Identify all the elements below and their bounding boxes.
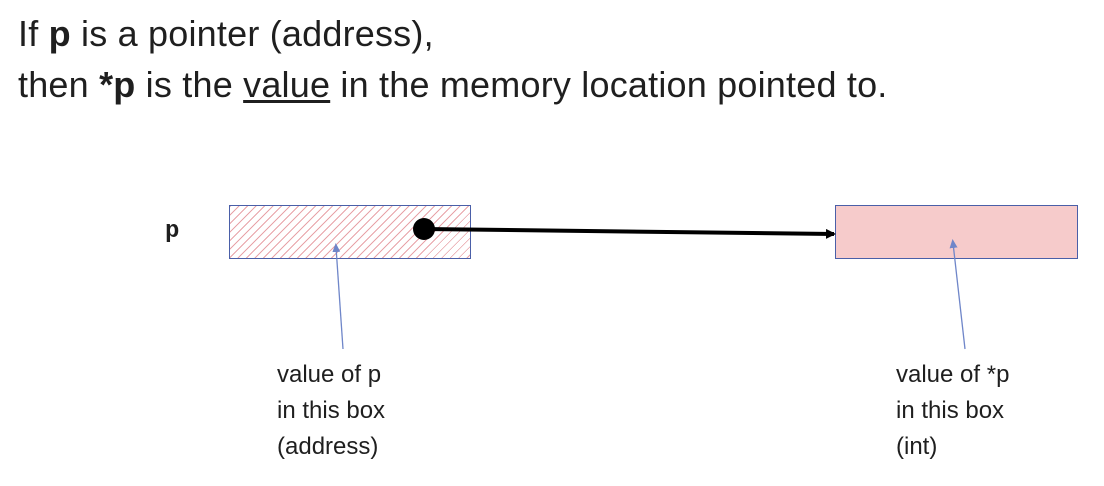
heading-line-2-after: in the memory location pointed to. bbox=[330, 64, 888, 105]
heading-line-1-bold: p bbox=[48, 13, 71, 54]
right-caption-line: (int) bbox=[896, 433, 938, 460]
pointer-variable-label: p bbox=[165, 218, 180, 245]
right-caption: value of *p in this box (int) bbox=[896, 357, 1009, 465]
right-caption-line: value of *p bbox=[896, 361, 1010, 388]
right-caption-line: in this box bbox=[896, 397, 1005, 424]
target-box bbox=[835, 205, 1078, 259]
pointer-arrow bbox=[423, 227, 836, 239]
left-caption: value of p in this box (address) bbox=[277, 357, 385, 465]
heading-line-2-bold: *p bbox=[99, 64, 136, 105]
left-caption-line: in this box bbox=[277, 397, 386, 424]
heading-line-1: If p is a pointer (address), bbox=[18, 12, 434, 56]
heading-line-1-before: If bbox=[18, 13, 49, 54]
heading-line-2-before: then bbox=[18, 64, 100, 105]
left-callout-line bbox=[332, 243, 344, 350]
heading-line-2: then *p is the value in the memory locat… bbox=[18, 63, 888, 107]
left-caption-line: (address) bbox=[277, 433, 379, 460]
pointer-box bbox=[229, 205, 471, 259]
heading-line-2-middle: is the bbox=[135, 64, 244, 105]
left-caption-line: value of p bbox=[277, 361, 382, 388]
heading-line-2-underlined: value bbox=[243, 64, 331, 105]
heading-line-1-after: is a pointer (address), bbox=[70, 13, 434, 54]
